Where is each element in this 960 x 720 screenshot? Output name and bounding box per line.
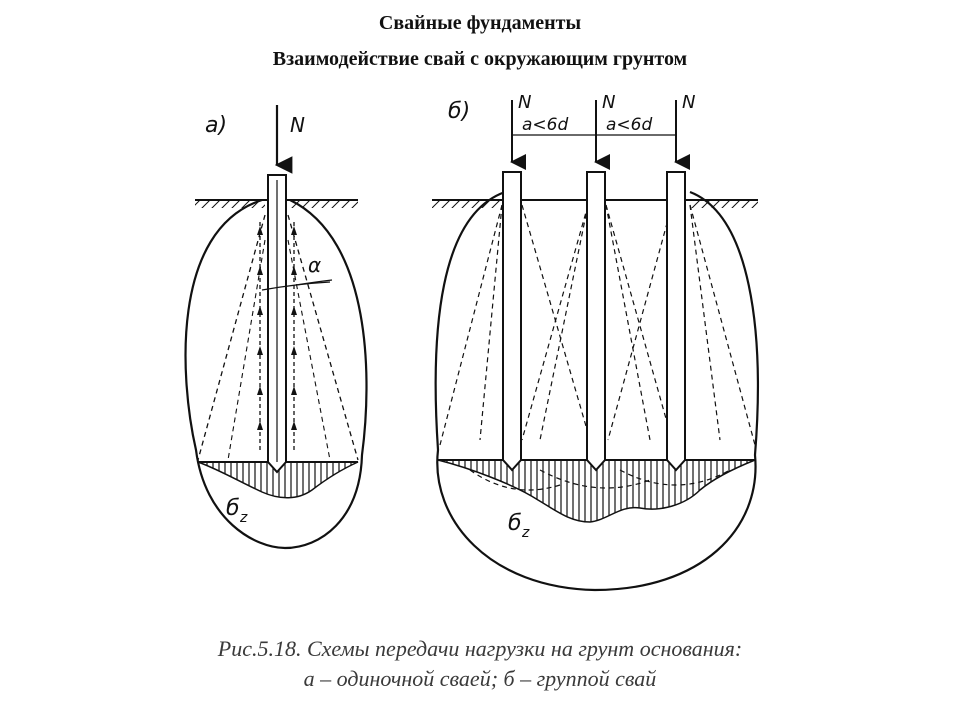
angle-label: α [308,253,321,277]
slide-subtitle: Взаимодействие свай с окружающим грунтом [272,48,688,70]
load-label-a: N [290,113,305,137]
load-label-b3: N [682,92,695,113]
pile-group-scheme: N N N a<6d a<6d б) б z [432,92,759,592]
figure-caption-line1: Рис.5.18. Схемы передачи нагрузки на гру… [217,636,743,661]
spacing-label-1: a<6d [522,115,568,135]
stress-sub-b: z [521,525,530,541]
scheme-label-a: а) [205,113,227,138]
slide-title: Свайные фундаменты [378,12,582,34]
single-pile-scheme: N а) α б z [184,105,368,550]
stress-label-a: б [226,496,240,521]
figure-caption-line2: а – одиночной сваей; б – группой свай [303,666,657,691]
stress-sub-a: z [239,510,248,526]
stress-label-b: б [508,511,522,536]
spacing-label-2: a<6d [606,115,652,135]
load-label-b2: N [602,92,615,113]
scheme-label-b: б) [448,99,470,124]
load-label-b1: N [518,92,531,113]
